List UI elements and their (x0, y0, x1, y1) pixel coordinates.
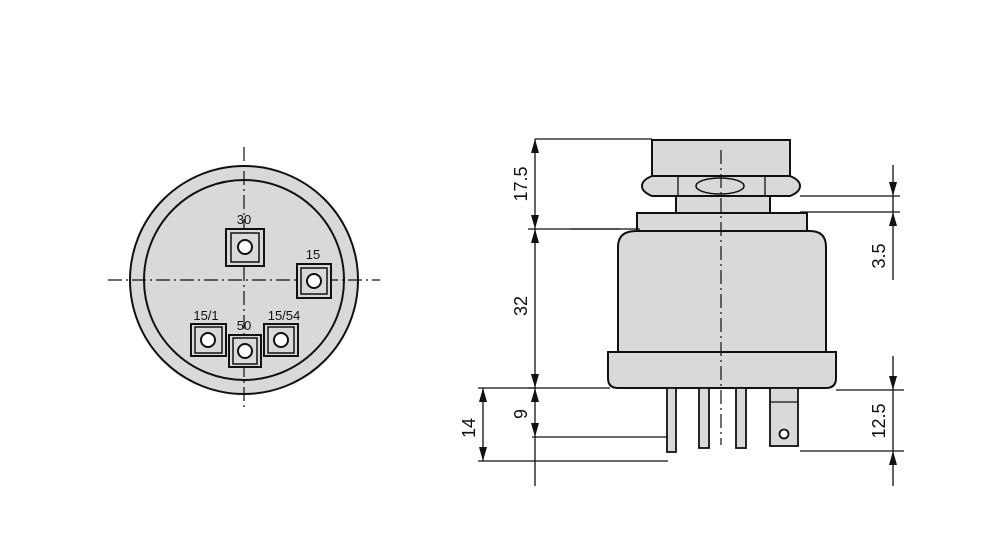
side-base (607, 351, 837, 389)
side-pin-hole (778, 428, 790, 440)
front-view: 30 15 15/1 50 15/54 (108, 147, 380, 408)
dim-label-12-5: 12.5 (869, 403, 889, 438)
terminal-30 (225, 228, 265, 267)
terminal-label-15-54: 15/54 (268, 308, 301, 323)
side-pin-1 (666, 387, 677, 453)
terminal-label-30: 30 (237, 212, 251, 227)
side-pin-2 (698, 387, 710, 449)
side-view (607, 139, 837, 453)
terminal-label-15-1: 15/1 (193, 308, 218, 323)
dim-label-14: 14 (459, 418, 479, 438)
terminal-15 (296, 263, 332, 299)
side-main-body (617, 230, 827, 353)
side-flange (636, 212, 808, 232)
terminal-label-15: 15 (306, 247, 320, 262)
terminal-50 (228, 334, 262, 368)
terminal-15-1 (190, 323, 227, 357)
terminal-label-50: 50 (237, 318, 251, 333)
side-neck (675, 195, 771, 215)
dim-label-3-5: 3.5 (869, 243, 889, 268)
dim-label-32: 32 (511, 296, 531, 316)
dimension-lines (478, 138, 904, 486)
dim-label-9: 9 (511, 409, 531, 419)
dim-label-17-5: 17.5 (511, 166, 531, 201)
terminal-15-54 (263, 323, 299, 357)
side-pin-3 (735, 387, 747, 449)
